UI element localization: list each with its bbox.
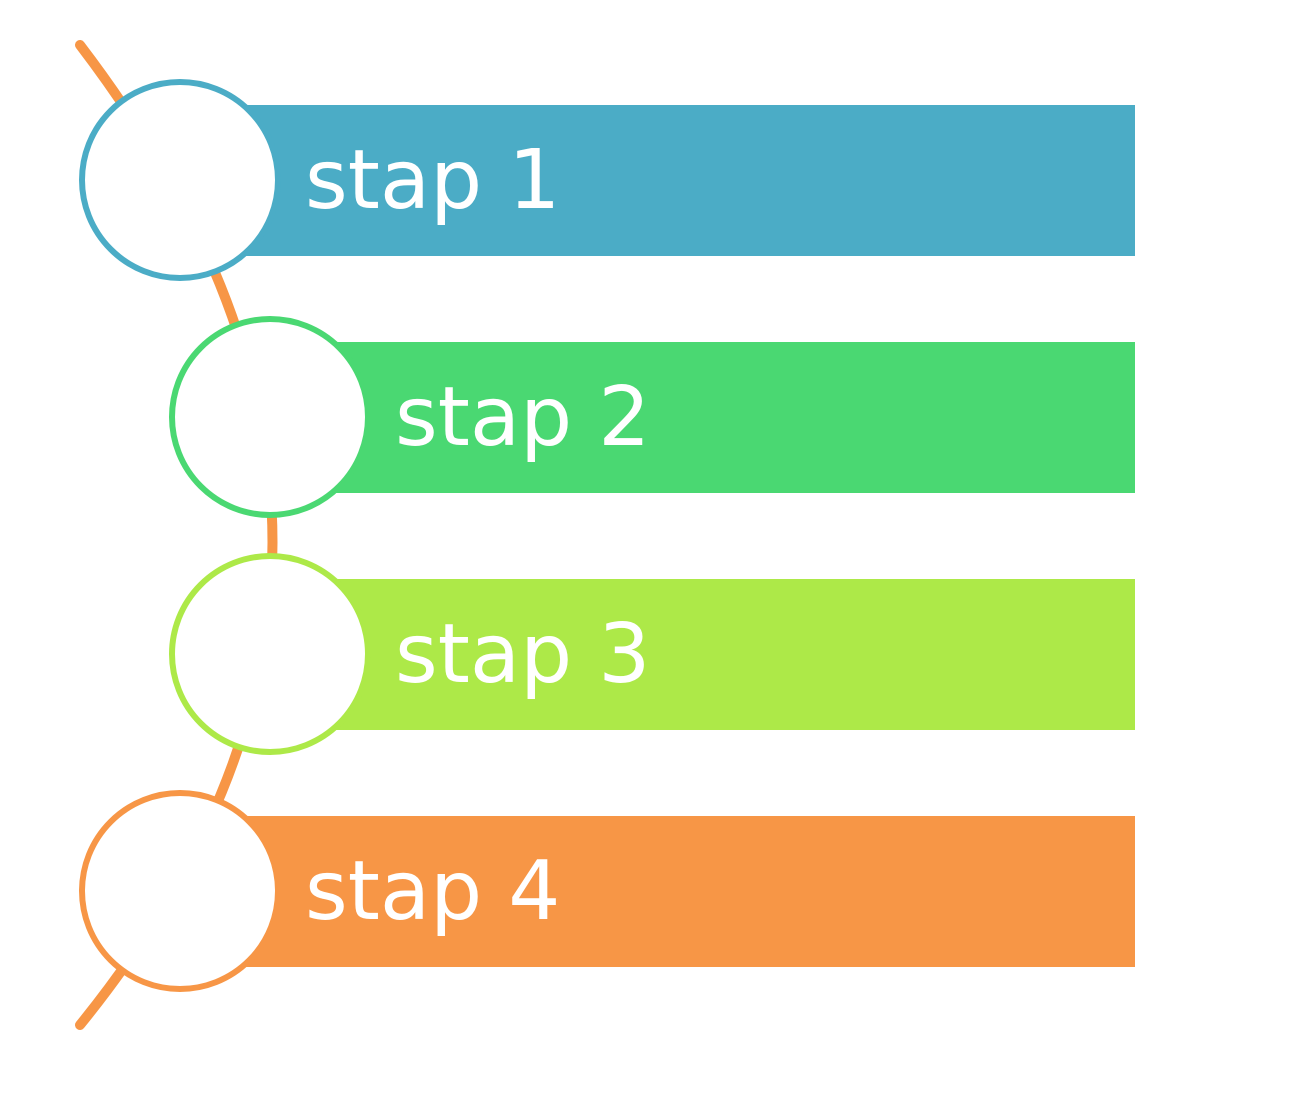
step-circle-1 [79, 79, 281, 281]
step-4: stap 4 [79, 790, 1135, 992]
step-label-4: stap 4 [305, 844, 560, 939]
step-3: stap 3 [169, 553, 1135, 755]
step-label-3: stap 3 [395, 607, 650, 702]
step-label-2: stap 2 [395, 370, 650, 465]
step-bar-2 [270, 342, 1135, 493]
step-1: stap 1 [79, 79, 1135, 281]
step-bar-4 [180, 816, 1135, 967]
step-circle-4 [79, 790, 281, 992]
step-bar-1 [180, 105, 1135, 256]
step-bar-3 [270, 579, 1135, 730]
step-label-1: stap 1 [305, 133, 560, 228]
step-circle-3 [169, 553, 371, 755]
step-circle-2 [169, 316, 371, 518]
step-2: stap 2 [169, 316, 1135, 518]
